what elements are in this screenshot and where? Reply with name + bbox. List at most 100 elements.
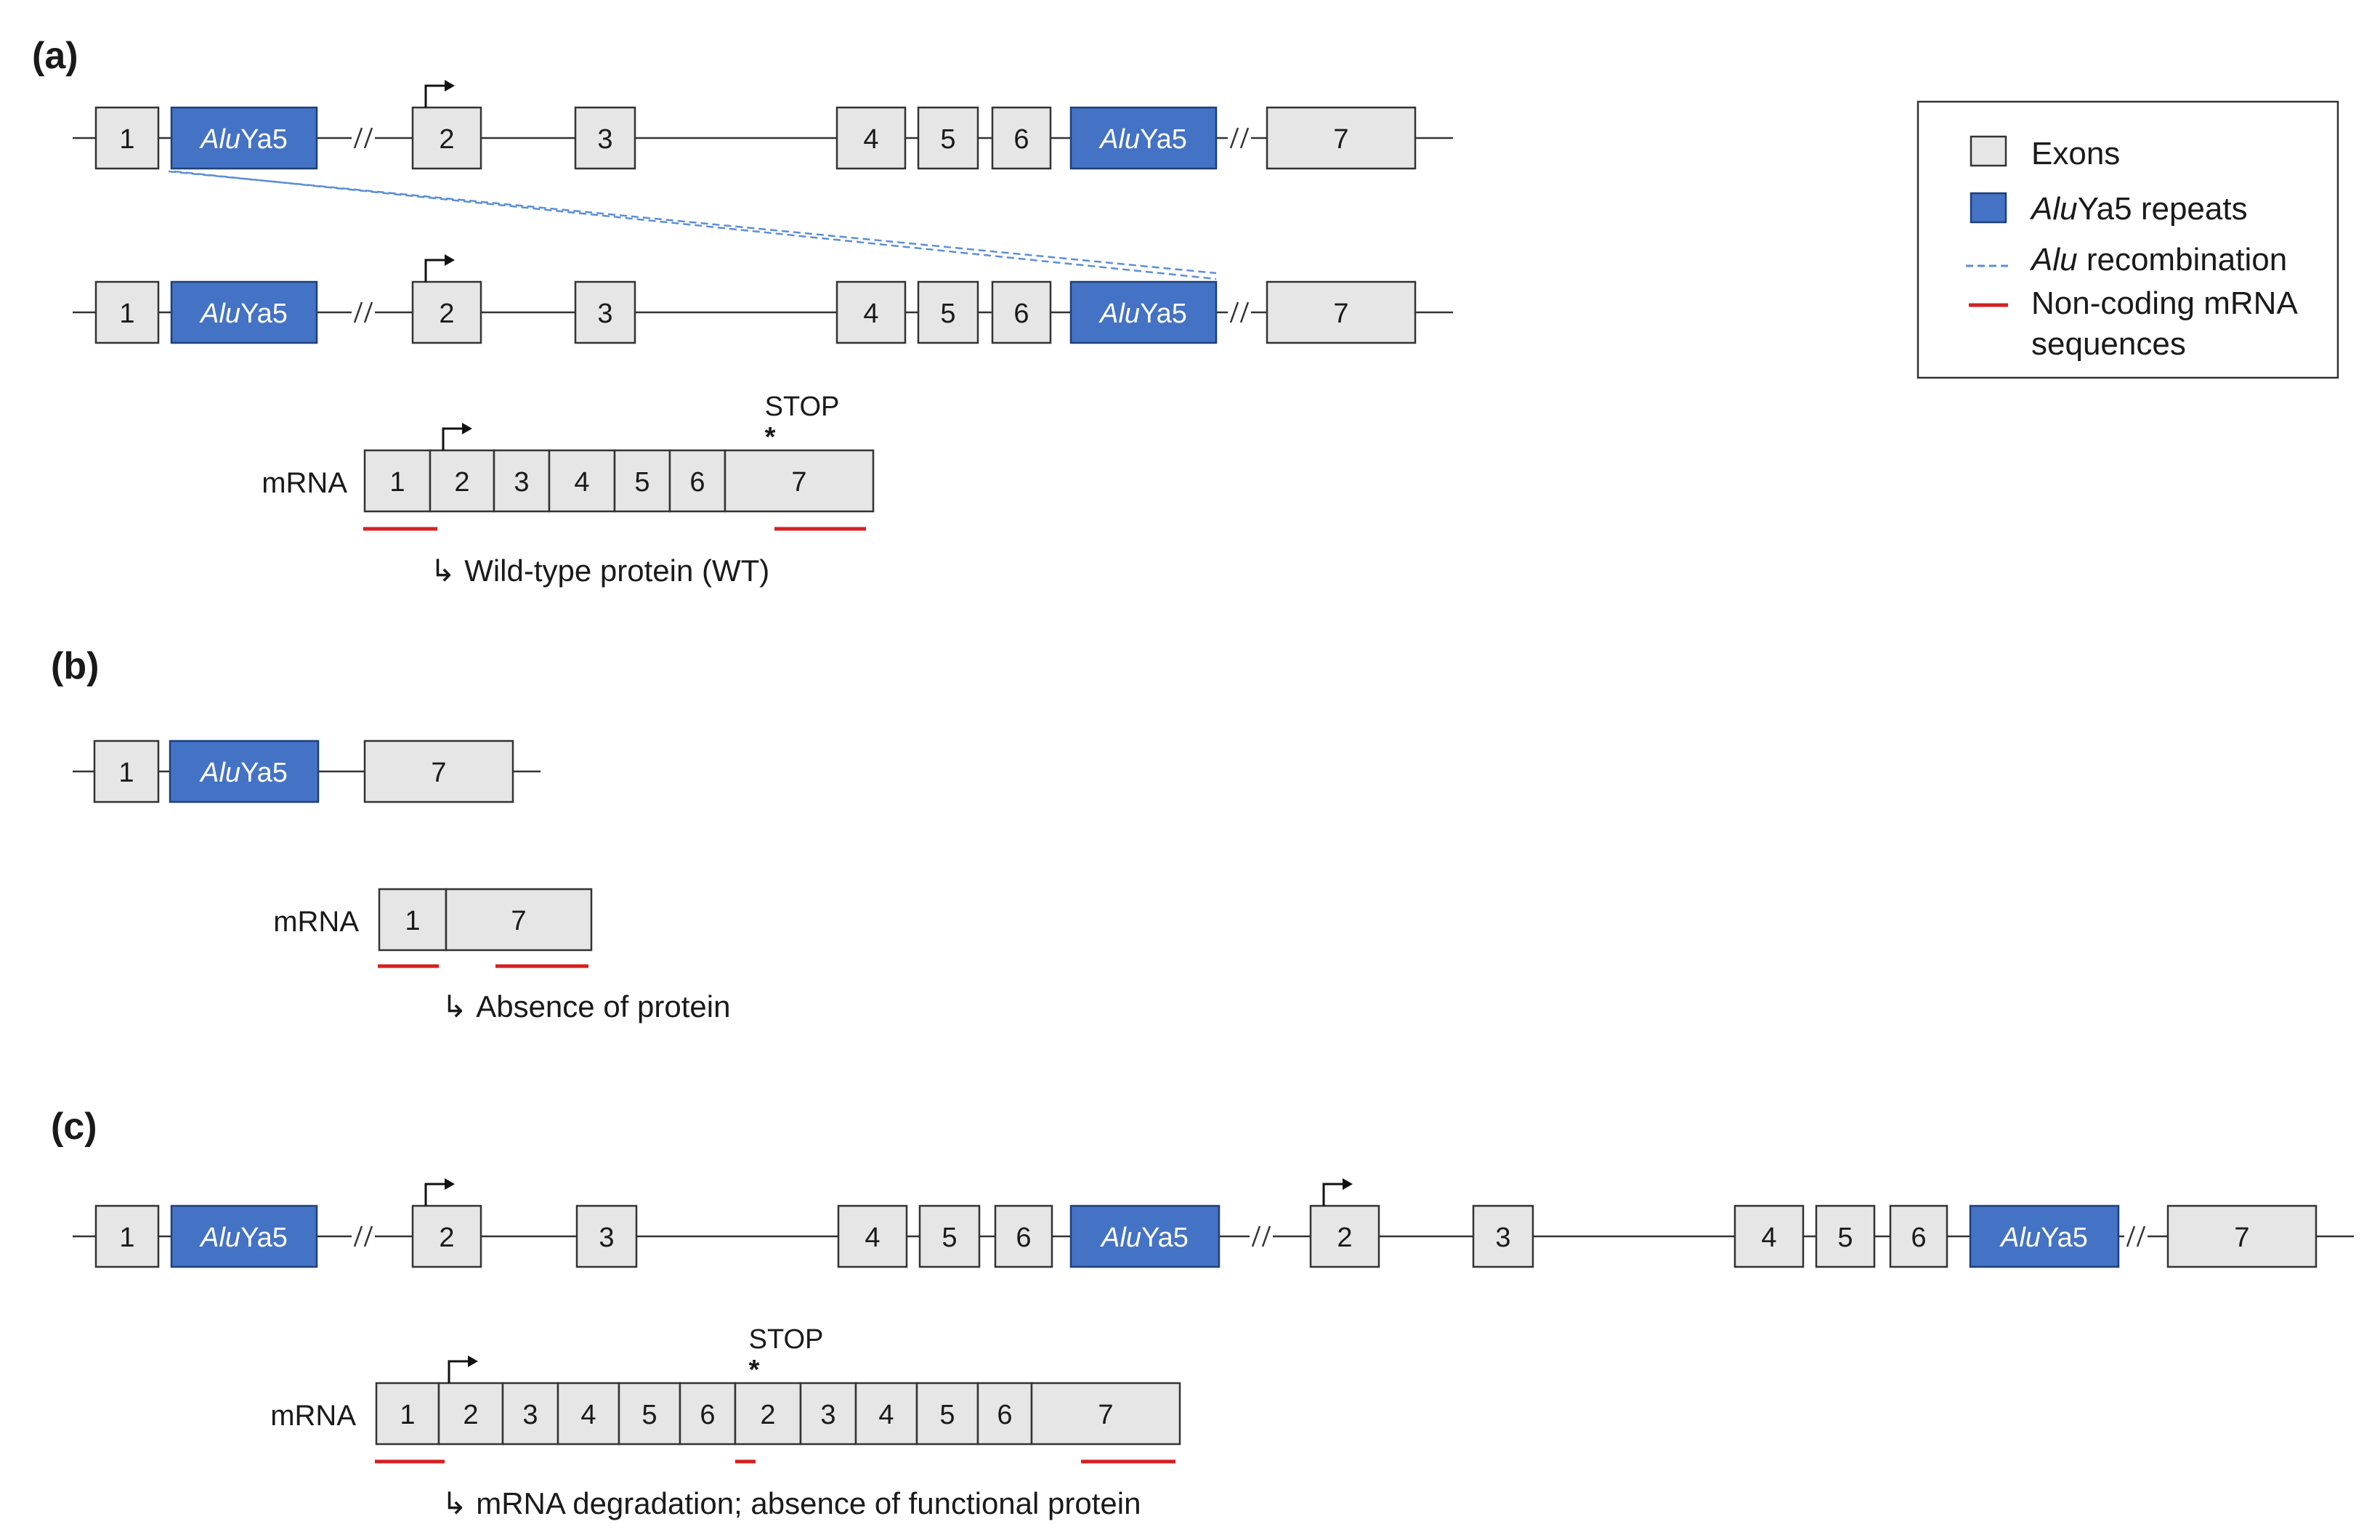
gene-c-exon-5b-box — [1815, 1204, 1876, 1268]
mrna-a-segment-2-label: 3 — [514, 467, 529, 498]
legend-exon-swatch — [1970, 135, 2007, 167]
gene-a1-break-1-stroke-2 — [363, 127, 373, 149]
mrna-b-label: mRNA — [273, 906, 359, 938]
mrna-c-stop-marker: * — [749, 1355, 760, 1385]
gene-a2-exon-6-label: 6 — [1013, 299, 1029, 329]
mrna-c-segment-5 — [679, 1382, 737, 1446]
mrna-c-segment-2-label: 3 — [522, 1400, 538, 1430]
gene-a1-exon-2-tss-arrow-head — [445, 80, 455, 92]
gene-c-exon-3a-label: 3 — [599, 1223, 614, 1253]
gene-a1-exon-4-box — [835, 106, 907, 170]
gene-b-exon-1-label: 1 — [118, 758, 134, 788]
legend-recomb-rest: recombination — [2078, 242, 2288, 277]
gene-c-alu-3-box — [1969, 1204, 2120, 1268]
gene-c-exon-2a-box — [411, 1204, 482, 1268]
mrna-c-segment-10-label: 6 — [997, 1400, 1012, 1430]
gene-c-break-3-stroke-2 — [2136, 1225, 2146, 1247]
mrna-c-label: mRNA — [270, 1400, 356, 1432]
legend: Exons AluYa5 repeats Alu recombination N… — [1916, 100, 2339, 379]
mrna-a-stop-label: STOP — [765, 392, 840, 422]
gene-a2-alu-1-box — [170, 280, 318, 344]
mrna-a-segment-4 — [613, 449, 671, 513]
gene-c-exon-5a-box — [918, 1204, 981, 1268]
gene-a1-exon-5-box — [917, 106, 979, 170]
mrna-a-segment-0 — [363, 449, 432, 513]
gene-b-alu-1-label: AluYa5 — [199, 758, 288, 788]
mrna-c-segment-11-label: 7 — [1098, 1400, 1113, 1430]
gene-c-exon-6a-label: 6 — [1016, 1223, 1031, 1253]
mrna-c-segment-7 — [799, 1382, 857, 1446]
gene-c-exon-2b-tss-arrow-head — [1343, 1178, 1353, 1190]
gene-a2-exon-4-label: 4 — [863, 299, 878, 329]
gene-a2-exon-7-label: 7 — [1333, 299, 1348, 329]
panel-label-c: (c) — [51, 1106, 97, 1148]
gene-a1-break-2-stroke-1 — [1229, 127, 1239, 149]
gene-c-exon-5b-label: 5 — [1837, 1223, 1853, 1253]
gene-a1-exon-2-box — [411, 106, 482, 170]
gene-c-exon-3b-box — [1472, 1204, 1534, 1268]
gene-a1-alu-2-label: AluYa5 — [1098, 124, 1187, 155]
gene-c-alu-3-label: AluYa5 — [1999, 1223, 2088, 1253]
gene-c-exon-2a-label: 2 — [439, 1223, 454, 1253]
mrna-c-segment-0-label: 1 — [400, 1400, 415, 1430]
gene-c-alu-2-box — [1069, 1204, 1221, 1268]
mrna-c-stop-label: STOP — [749, 1324, 824, 1355]
gene-c-exon-1-label: 1 — [119, 1223, 134, 1253]
gene-a2-exon-2-tss-arrow — [424, 259, 446, 282]
panel-label-a: (a) — [32, 35, 78, 77]
mrna-c-segment-9 — [915, 1382, 979, 1446]
mrna-c-segment-8-label: 4 — [878, 1400, 894, 1430]
gene-a2-break-1-stroke-1 — [353, 301, 363, 323]
mrna-b-segment-1 — [445, 888, 593, 952]
mrna-b-segment-0 — [378, 888, 448, 952]
gene-a1-exon-6-box — [991, 106, 1052, 170]
outcome-c: ↳mRNA degradation; absence of functional… — [442, 1486, 1141, 1520]
gene-c-alu-1-label: AluYa5 — [199, 1223, 288, 1253]
mrna-c-segment-3 — [556, 1382, 620, 1446]
mrna-a-segment-4-label: 5 — [634, 467, 649, 498]
mrna-c-segment-2 — [501, 1382, 559, 1446]
legend-recomb-italic: Alu — [2029, 242, 2078, 277]
gene-c-exon-5a-label: 5 — [942, 1223, 957, 1253]
gene-b-exon-7-label: 7 — [431, 758, 446, 788]
gene-b-exon-1-box — [93, 739, 160, 803]
mrna-a-segment-3-label: 4 — [574, 467, 589, 498]
legend-exons-label: Exons — [2031, 136, 2120, 171]
gene-a2-exon-6-box — [991, 280, 1052, 344]
mrna-c-segment-1 — [437, 1382, 504, 1446]
gene-c-break-2-stroke-1 — [1251, 1225, 1261, 1247]
gene-c-break-1-stroke-1 — [353, 1225, 363, 1247]
gene-c-exon-2b-box — [1309, 1204, 1380, 1268]
gene-b-exon-7-box — [363, 739, 514, 803]
gene-c-exon-1-box — [94, 1204, 160, 1268]
gene-a2-exon-1-label: 1 — [119, 299, 134, 329]
gene-a1-exon-1-label: 1 — [119, 124, 134, 155]
gene-a1-break-1-stroke-1 — [353, 127, 363, 149]
gene-a2-break-1-stroke-2 — [363, 301, 373, 323]
gene-c-exon-4a-box — [837, 1204, 908, 1268]
gene-c-exon-6b-label: 6 — [1911, 1223, 1926, 1253]
mrna-c-segment-10 — [976, 1382, 1033, 1446]
gene-c-exon-3b-label: 3 — [1495, 1223, 1510, 1253]
gene-a2-alu-1-label: AluYa5 — [199, 299, 288, 329]
gene-a2-exon-3-box — [574, 280, 636, 344]
legend-alu-italic: Alu — [2029, 191, 2078, 227]
mrna-a-segment-6-label: 7 — [791, 467, 806, 498]
gene-c-exon-6a-box — [994, 1204, 1053, 1268]
legend-alu-swatch — [1970, 192, 2007, 224]
gene-a2-exon-7-box — [1266, 280, 1417, 344]
legend-noncoding-label-1: Non-coding mRNA — [2031, 285, 2298, 321]
gene-c-exon-2b-tss-arrow — [1322, 1183, 1344, 1206]
outcome-a-arrow: ↳ — [430, 554, 456, 588]
mrna-b-segment-0-label: 1 — [405, 906, 420, 936]
recombination-lines — [168, 170, 1217, 280]
gene-c-break-1-stroke-2 — [363, 1225, 373, 1247]
mrna-a-segment-0-label: 1 — [389, 467, 405, 498]
mrna-c-segment-8 — [854, 1382, 918, 1446]
gene-c-exon-7-box — [2166, 1204, 2318, 1268]
gene-b-alu-1-box — [169, 739, 320, 803]
gene-c-break-2-stroke-2 — [1261, 1225, 1271, 1247]
mrna-c-segment-3-label: 4 — [580, 1400, 596, 1430]
mrna-a-stop-marker: * — [765, 422, 776, 453]
